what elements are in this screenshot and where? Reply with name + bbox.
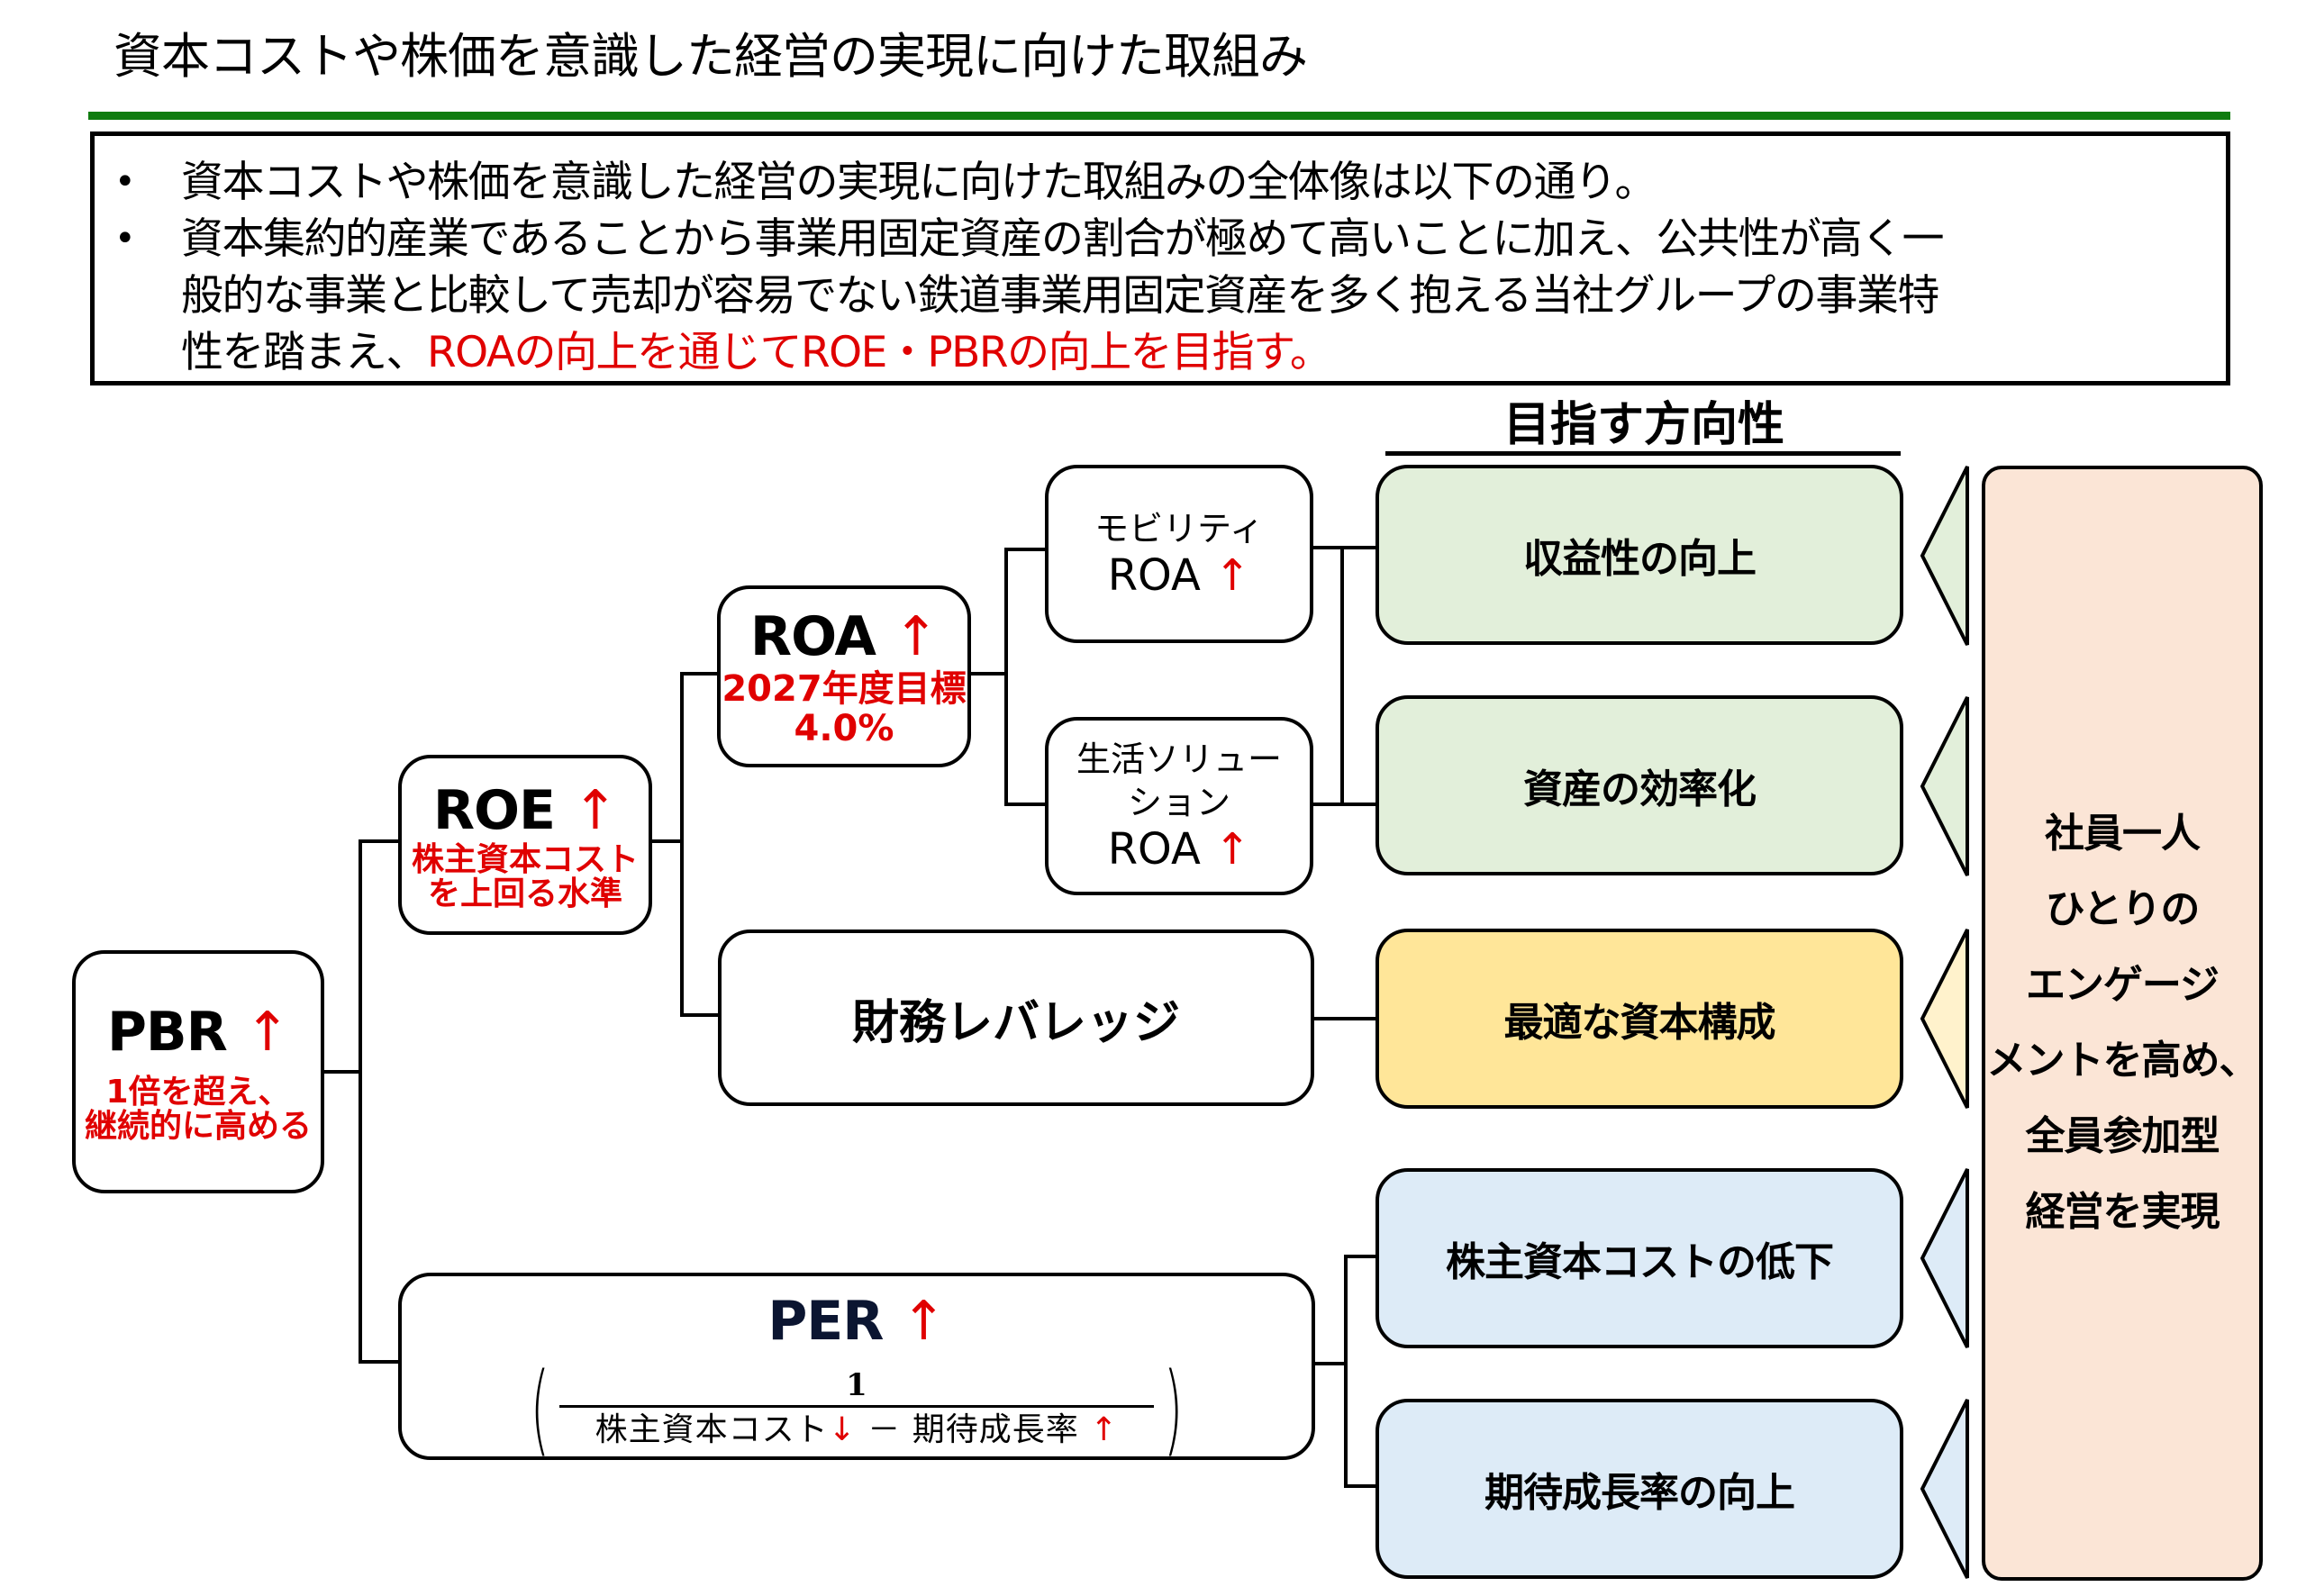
roa-target-label: 2027年度目標: [722, 668, 967, 710]
title-divider: [88, 112, 2230, 120]
down-arrow-icon: ↓: [828, 1410, 857, 1448]
connector-roe-branch: [680, 672, 720, 1017]
connector-per-branch: [1344, 1255, 1379, 1488]
goal-growth-rate: 期待成長率の向上: [1375, 1399, 1903, 1579]
connector-pbr-branch: [359, 839, 399, 1364]
life-label-1: 生活ソリュー: [1076, 739, 1282, 779]
roe-node: ROE ↑ 株主資本コスト を上回る水準: [398, 755, 652, 935]
summary-box: • 資本コストや株価を意識した経営の実現に向けた取組みの全体像は以下の通り。 •…: [90, 131, 2230, 385]
life-solution-roa-node: 生活ソリュー ション ROA ↑: [1045, 717, 1313, 895]
fraction-denominator: 株主資本コスト↓ － 期待成長率 ↑: [595, 1410, 1119, 1448]
up-arrow-icon: ↑: [1214, 824, 1251, 875]
summary-bullet-2-line-1: 資本集約的産業であることから事業用固定資産の割合が極めて高いことに加え、公共性が…: [181, 214, 1945, 264]
engagement-line: 社員一人: [2045, 811, 2201, 857]
right-paren: ): [1163, 1351, 1184, 1466]
per-formula: ( 1 株主資本コスト↓ － 期待成長率 ↑ ): [521, 1359, 1193, 1458]
bullet-icon: •: [114, 218, 136, 259]
summary-bullet-2-line-2: 般的な事業と比較して売却が容易でない鉄道事業用固定資産を多く抱える当社グループの…: [181, 271, 1939, 321]
fraction-bar: [559, 1404, 1154, 1408]
summary-highlight: ROAの向上を通じてROE・PBRの向上を目指す。: [427, 328, 1332, 377]
leverage-label: 財務レバレッジ: [851, 995, 1180, 1050]
engagement-panel: 社員一人 ひとりの エンゲージ メントを高め、 全員参加型 経営を実現: [1982, 466, 2263, 1581]
triangle-pointer-1: [1920, 466, 1969, 646]
mobility-label: モビリティ: [1094, 509, 1264, 549]
triangle-pointer-2: [1920, 696, 1969, 876]
per-label: PER ↑: [767, 1290, 946, 1353]
pbr-note-1: 1倍を超え、: [105, 1074, 291, 1111]
pbr-node: PBR ↑ 1倍を超え、 継続的に高める: [72, 950, 324, 1193]
up-arrow-icon: ↑: [244, 1001, 290, 1064]
directions-header-rule: [1385, 451, 1901, 456]
triangle-pointer-3: [1920, 929, 1969, 1109]
goal-cost-of-equity: 株主資本コストの低下: [1375, 1168, 1903, 1348]
fraction-numerator: 1: [846, 1366, 867, 1403]
roe-note-1: 株主資本コスト: [411, 841, 639, 878]
roe-note-2: を上回る水準: [427, 875, 622, 912]
roa-target-value: 4.0%: [794, 708, 894, 749]
financial-leverage-node: 財務レバレッジ: [718, 929, 1314, 1106]
up-arrow-icon: ↑: [1090, 1410, 1119, 1448]
summary-text: 性を踏まえ、: [181, 328, 429, 377]
roa-node: ROA ↑ 2027年度目標 4.0%: [717, 585, 971, 767]
page-title: 資本コストや株価を意識した経営の実現に向けた取組み: [113, 28, 1308, 85]
goal-profitability: 収益性の向上: [1375, 465, 1903, 645]
engagement-line: 経営を実現: [2025, 1189, 2220, 1235]
pbr-note-2: 継続的に高める: [84, 1108, 312, 1145]
up-arrow-icon: ↑: [1214, 550, 1251, 601]
per-node: PER ↑ ( 1 株主資本コスト↓ － 期待成長率 ↑ ): [398, 1273, 1315, 1460]
engagement-line: 全員参加型: [2025, 1113, 2220, 1159]
per-fraction: 1 株主資本コスト↓ － 期待成長率 ↑: [559, 1365, 1154, 1453]
bullet-icon: •: [114, 161, 136, 203]
roe-label: ROE ↑: [432, 779, 618, 842]
goal-capital-structure: 最適な資本構成: [1375, 929, 1903, 1109]
summary-bullet-1: 資本コストや株価を意識した経営の実現に向けた取組みの全体像は以下の通り。: [181, 158, 1657, 207]
goal-asset-efficiency: 資産の効率化: [1375, 695, 1903, 875]
mobility-roa-node: モビリティ ROA ↑: [1045, 465, 1313, 643]
engagement-line: エンゲージ: [2025, 962, 2220, 1008]
engagement-line: メントを高め、: [1986, 1038, 2259, 1084]
up-arrow-icon: ↑: [901, 1290, 946, 1353]
triangle-pointer-4: [1920, 1168, 1969, 1348]
engagement-line: ひとりの: [2045, 886, 2201, 932]
pbr-label: PBR ↑: [106, 1001, 290, 1064]
connector-roa-branch: [1004, 548, 1047, 806]
triangle-pointer-5: [1920, 1399, 1969, 1579]
left-paren: (: [530, 1351, 550, 1466]
summary-bullet-2-line-3: 性を踏まえ、ROAの向上を通じてROE・PBRの向上を目指す。: [181, 324, 1332, 381]
roa-label: ROA ↑: [749, 605, 939, 668]
up-arrow-icon: ↑: [572, 779, 618, 842]
life-roa: ROA ↑: [1107, 824, 1251, 875]
life-label-2: ション: [1127, 783, 1230, 822]
directions-header: 目指す方向性: [1503, 398, 1784, 452]
up-arrow-icon: ↑: [893, 605, 939, 668]
mobility-roa: ROA ↑: [1107, 550, 1251, 601]
